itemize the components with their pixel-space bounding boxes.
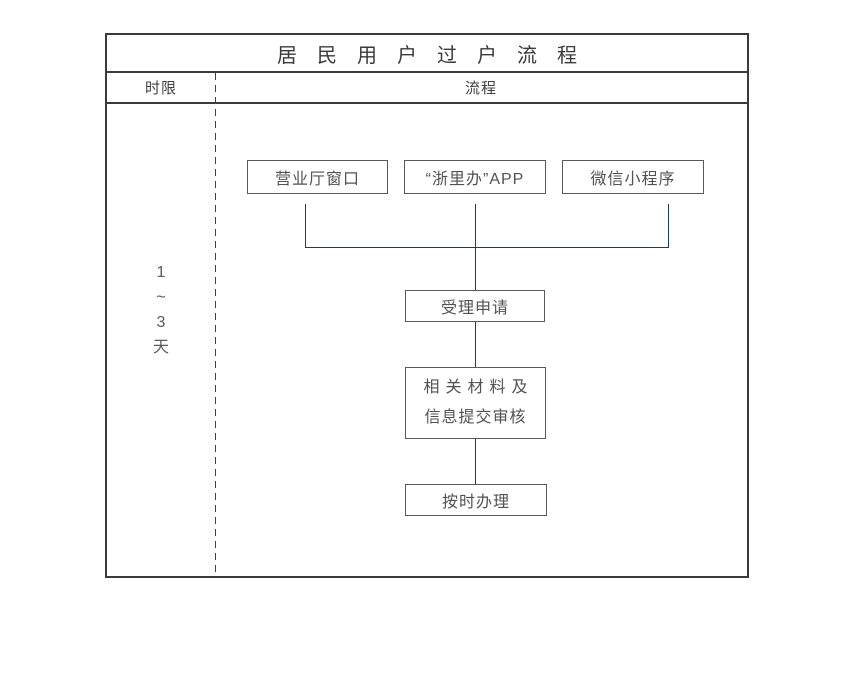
step-box-materials-review-line2: 信息提交审核 xyxy=(424,409,527,426)
column-header-time: 时限 xyxy=(144,80,177,97)
title-row: 居民用户过户流程 xyxy=(107,35,747,73)
time-limit-line: 1 xyxy=(156,264,166,281)
connector-step2-step3-line xyxy=(475,439,476,484)
column-divider-dashed-line xyxy=(215,73,216,576)
column-header-process: 流程 xyxy=(464,80,497,97)
connector-right-stub-line xyxy=(668,204,669,248)
step-box-handle-on-time: 按时办理 xyxy=(405,484,547,516)
time-limit-line: 3 xyxy=(156,314,166,331)
connector-step1-step2-line xyxy=(475,322,476,367)
step-box-materials-review: 相关材料及 信息提交审核 xyxy=(405,367,546,439)
connector-merge-horizontal-line xyxy=(305,247,669,248)
time-limit-label: 1 ~ 3 天 xyxy=(107,260,215,360)
source-box-service-hall: 营业厅窗口 xyxy=(247,160,388,194)
source-box-zheliban-app: “浙里办”APP xyxy=(404,160,546,194)
time-limit-line: 天 xyxy=(152,339,169,356)
step-box-accept-application: 受理申请 xyxy=(405,290,545,322)
column-header-row: 时限 流程 xyxy=(107,73,747,104)
flowchart-frame: 居民用户过户流程 时限 流程 1 ~ 3 天 营业厅窗口 “浙里办”APP 微信… xyxy=(105,33,749,578)
connector-left-stub-line xyxy=(305,204,306,248)
page-title: 居民用户过户流程 xyxy=(277,44,597,67)
source-box-wechat-miniprogram: 微信小程序 xyxy=(562,160,704,194)
step-box-materials-review-line1: 相关材料及 xyxy=(423,379,534,396)
time-limit-line: ~ xyxy=(156,289,166,306)
